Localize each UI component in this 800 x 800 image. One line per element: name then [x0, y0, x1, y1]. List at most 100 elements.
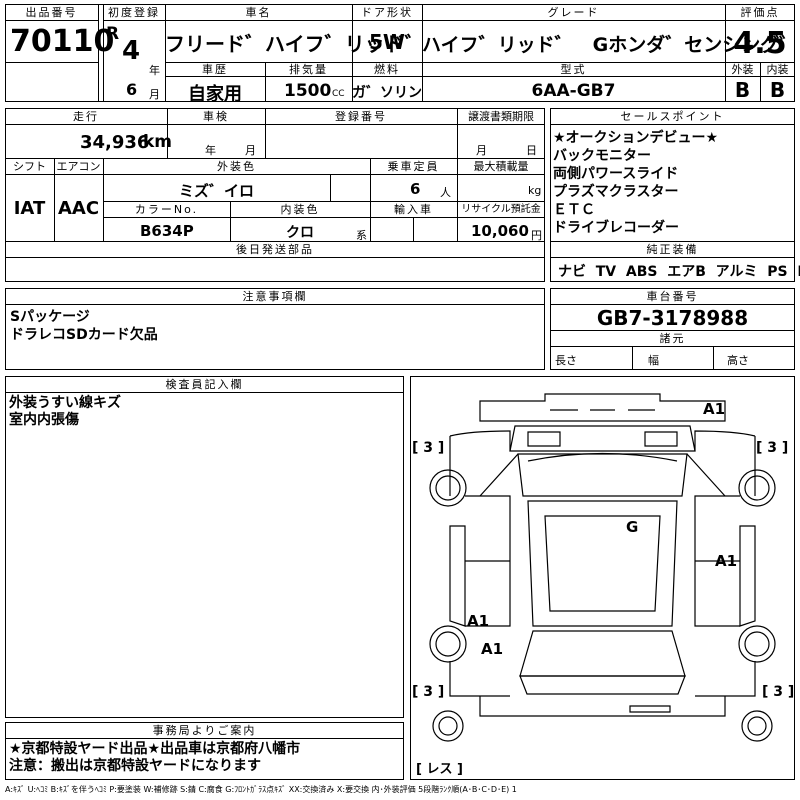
tire-depth: [ 3 ] — [762, 684, 795, 700]
equip-item: ナビ — [558, 264, 586, 280]
load-unit: kg — [528, 184, 542, 197]
color-no-label: カラーNo. — [134, 203, 199, 216]
model-label: 型式 — [560, 63, 587, 76]
inspector-line: 室内内張傷 — [9, 412, 79, 428]
note-line: Sパッケージ — [10, 309, 90, 325]
damage-mark: A1 — [703, 400, 726, 418]
sales-item: ★オークションデビュー★ — [553, 130, 719, 146]
sales-item: 両側パワースライド — [553, 166, 679, 182]
ext-color: ミズ゛イロ — [178, 182, 254, 200]
int-color: クロ — [286, 225, 314, 241]
lot-number: 70110 — [10, 24, 115, 59]
inspection-year-unit: 年 — [205, 144, 216, 157]
damage-mark: A1 — [715, 552, 738, 570]
inspector-text: 外装うすい線キズ 室内内張傷 — [9, 395, 121, 429]
shift-label: シフト — [13, 160, 46, 173]
note-line: ドラレコSDカード欠品 — [10, 327, 158, 343]
shift: IAT — [13, 198, 46, 219]
chassis-number: GB7-3178988 — [596, 306, 749, 330]
displacement: 1500 — [284, 81, 332, 101]
equip-item: PS — [767, 264, 788, 280]
damage-mark: A1 — [467, 612, 490, 630]
equip-item: ABS — [625, 264, 658, 280]
fuel: ガ゛ソリン — [352, 85, 422, 101]
sales-item: ＥＴＣ — [553, 202, 595, 218]
tire-depth: [ 3 ] — [412, 440, 445, 456]
grade-label: グレード — [547, 6, 600, 19]
door-label: ドア形状 — [361, 6, 413, 19]
spec-length: 長さ — [555, 354, 577, 367]
office-frame — [5, 722, 404, 780]
mileage: 34,936 — [80, 132, 150, 153]
ac-label: エアコン — [56, 160, 101, 173]
color-no: B634P — [140, 222, 194, 240]
inspector-line: 外装うすい線キズ — [9, 395, 121, 411]
tire-depth: [ 3 ] — [756, 440, 789, 456]
spec-height: 高さ — [727, 354, 749, 367]
equipment-list: ナビ TV ABS エアB アルミ PS PW — [558, 261, 800, 281]
capacity: 6 — [410, 180, 421, 198]
model: 6AA-GB7 — [531, 81, 616, 101]
sales-frame — [550, 108, 795, 282]
era: R — [106, 24, 120, 44]
capacity-unit: 人 — [440, 186, 451, 199]
capacity-label: 乗車定員 — [387, 160, 440, 173]
inspector-frame — [5, 376, 404, 718]
equip-item: TV — [595, 264, 617, 280]
office-label: 事務局よりご案内 — [152, 724, 257, 737]
interior-label: 内装 — [766, 63, 789, 76]
sales-list: ★オークションデビュー★ バックモニター 両側パワースライド プラズマクラスター… — [553, 129, 718, 237]
door: 5W — [369, 30, 405, 54]
transfer-label: 譲渡書類期限 — [468, 110, 534, 123]
interior-grade: B — [769, 78, 786, 102]
yen-unit: 円 — [531, 229, 542, 242]
tire-depth: [ 3 ] — [412, 684, 445, 700]
reg-year: 4 — [122, 36, 141, 66]
office-line: 注意：搬出は京都特設ヤードになります — [9, 758, 261, 774]
car-name-label: 車名 — [245, 6, 272, 19]
transfer-day: 日 — [526, 144, 537, 157]
header-frame — [5, 4, 795, 102]
damage-mark: A1 — [481, 640, 504, 658]
load-label: 最大積載量 — [473, 160, 529, 173]
int-color-unit: 系 — [356, 229, 367, 242]
equip-label: 純正装備 — [646, 243, 699, 256]
int-color-label: 内装色 — [280, 203, 320, 216]
history-label: 車歴 — [202, 63, 228, 76]
recycle-label: リサイクル預託金 — [461, 204, 541, 215]
spec-width: 幅 — [648, 354, 659, 367]
notes-frame — [5, 288, 545, 370]
office-line: ★京都特設ヤード出品★出品車は京都府八幡市 — [9, 741, 301, 757]
cc-unit: CC — [332, 89, 345, 99]
sales-item: ドライブレコーダー — [553, 220, 679, 236]
ac: AAC — [57, 198, 100, 219]
sales-item: バックモニター — [553, 148, 651, 164]
chassis-frame — [550, 288, 795, 370]
ext-color-label: 外装色 — [217, 160, 256, 173]
score-label: 評価点 — [740, 6, 780, 19]
spare-tire: [ レス ] — [416, 762, 463, 777]
mileage-unit: km — [143, 132, 173, 152]
office-text: ★京都特設ヤード出品★出品車は京都府八幡市 注意：搬出は京都特設ヤードになります — [9, 741, 300, 775]
first-reg-label: 初度登録 — [108, 6, 160, 19]
sales-item: プラズマクラスター — [553, 184, 679, 200]
sales-label: セールスポイント — [620, 110, 725, 123]
score: 4.5 — [733, 26, 787, 61]
month-unit: 月 — [149, 88, 160, 101]
notes-text: Sパッケージ ドラレコSDカード欠品 — [10, 308, 158, 344]
year-unit: 年 — [149, 64, 160, 77]
inspection-label: 車検 — [203, 110, 229, 123]
inspector-label: 検査員記入欄 — [165, 378, 244, 391]
spec-label: 諸元 — [659, 332, 686, 345]
diagram-frame — [410, 376, 795, 780]
grade: ハイフ゛リッド゛ Gホンダ゛センシング゛ — [422, 34, 799, 56]
details-frame — [5, 108, 545, 282]
legend: A:ｷｽﾞ U:ﾍｺﾐ B:ｷｽﾞを伴うﾍｺﾐ P:要塗装 W:補修跡 S:錆 … — [5, 785, 517, 794]
history: 自家用 — [188, 84, 242, 105]
equip-item: PW — [797, 264, 800, 280]
car-diagram — [429, 393, 776, 742]
chassis-label: 車台番号 — [646, 290, 699, 303]
inspection-month-unit: 月 — [245, 144, 256, 157]
recycle-fee: 10,060 — [471, 222, 529, 240]
later-parts-label: 後日発送部品 — [236, 243, 314, 256]
